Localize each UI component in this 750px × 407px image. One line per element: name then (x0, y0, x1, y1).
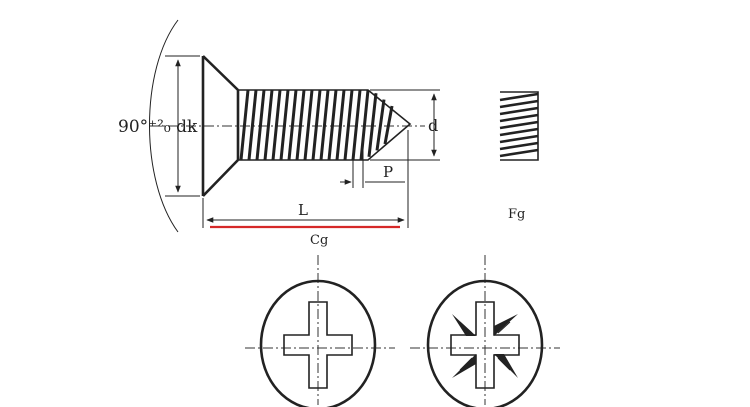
thread-line (279, 89, 290, 161)
thread-line (327, 89, 338, 161)
flat-end-thread-line (499, 141, 539, 151)
thread-line (359, 89, 370, 161)
thread-line (375, 99, 386, 151)
thread-line (295, 89, 306, 161)
pozi-recess-icon (410, 255, 560, 407)
thread-line (303, 89, 314, 161)
thread-lines (239, 89, 394, 161)
thread-line (319, 89, 330, 161)
head-dimension-label: 90°⁺²₀ dk (118, 117, 198, 137)
flat-end-thread-line (499, 113, 539, 123)
thread-line (271, 89, 282, 161)
length-label: L (298, 201, 308, 219)
thread-line (383, 105, 394, 145)
head-angle-arc (149, 19, 179, 233)
cross-recess-icon (245, 255, 395, 407)
thread-line (311, 89, 322, 161)
flat-end-thread-line (499, 134, 539, 144)
thread-line (343, 89, 354, 161)
flat-end-thread-line (499, 148, 539, 158)
flat-end-thread-line (499, 127, 539, 137)
flat-end-threads (499, 92, 539, 158)
screw-side-view: 90°⁺²₀ dk d P L Cg (118, 19, 440, 248)
thread-line (239, 89, 250, 161)
flat-end-thread-line (499, 99, 539, 109)
shank-outline (238, 89, 412, 161)
end-type-c-label: Cg (310, 233, 328, 248)
flat-end-thread-line (499, 120, 539, 130)
flat-end-thread-line (499, 92, 539, 102)
countersunk-head (201, 55, 240, 197)
end-type-f-label: Fg (508, 207, 525, 222)
diameter-label: d (428, 116, 438, 135)
flat-end-detail: Fg (499, 91, 539, 222)
thread-line (367, 93, 378, 157)
thread-line (263, 89, 274, 161)
thread-line (335, 89, 346, 161)
pitch-label: P (383, 163, 393, 181)
thread-line (247, 89, 258, 161)
thread-line (287, 89, 298, 161)
flat-end-thread-line (499, 106, 539, 116)
thread-line (255, 89, 266, 161)
thread-line (351, 89, 362, 161)
